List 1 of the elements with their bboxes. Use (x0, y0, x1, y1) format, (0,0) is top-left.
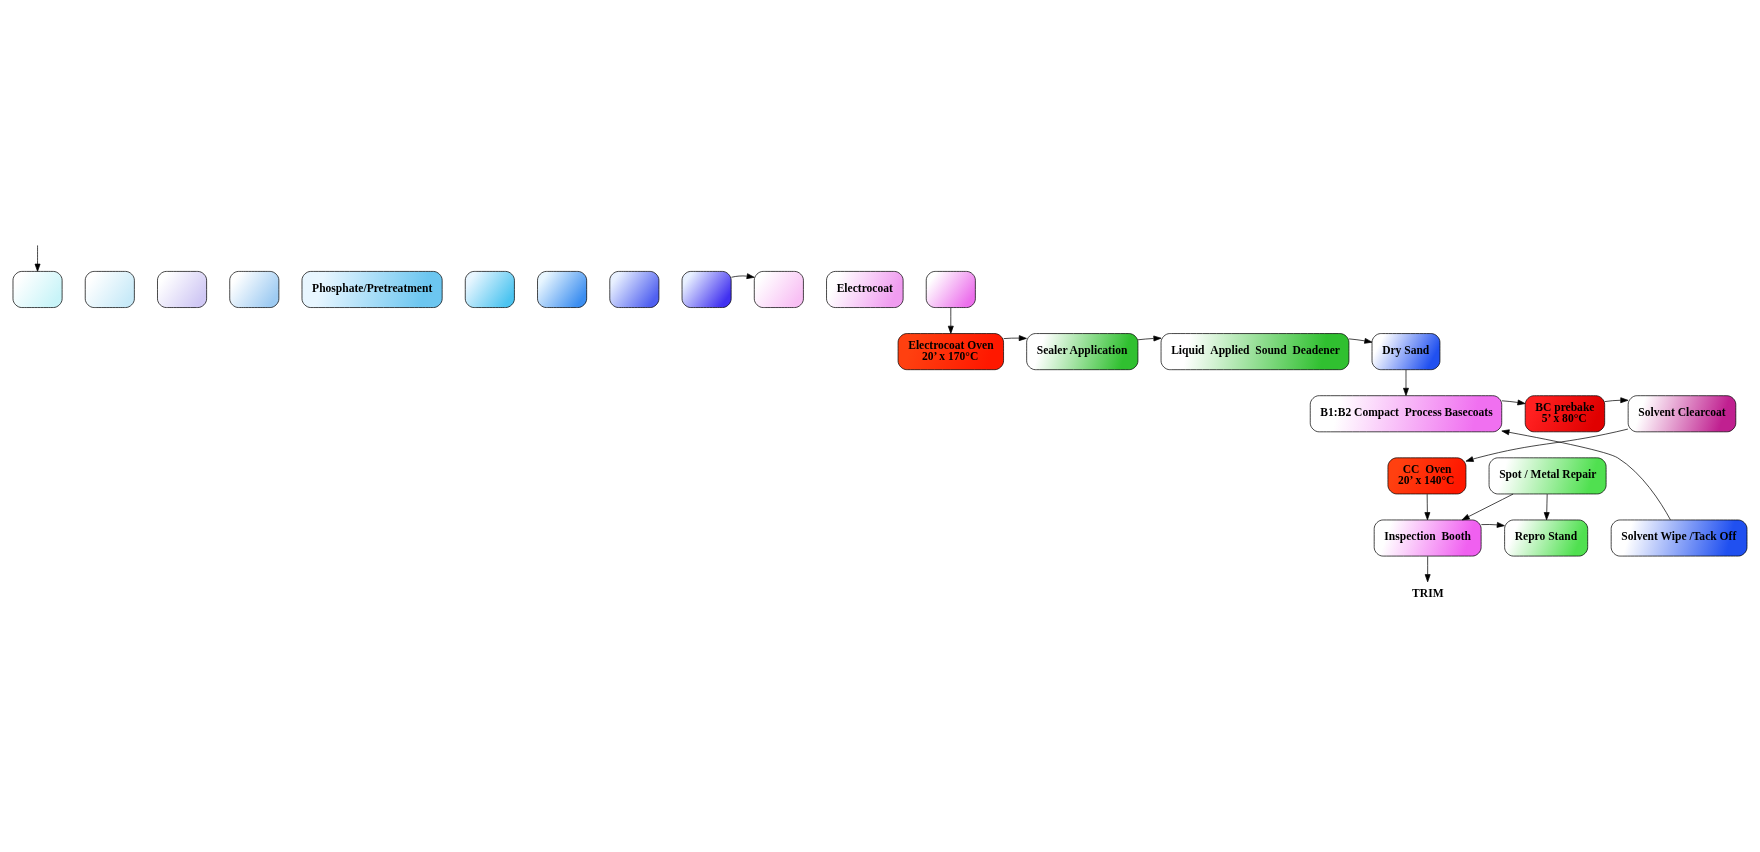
node-text: TRIM (1412, 586, 1444, 600)
